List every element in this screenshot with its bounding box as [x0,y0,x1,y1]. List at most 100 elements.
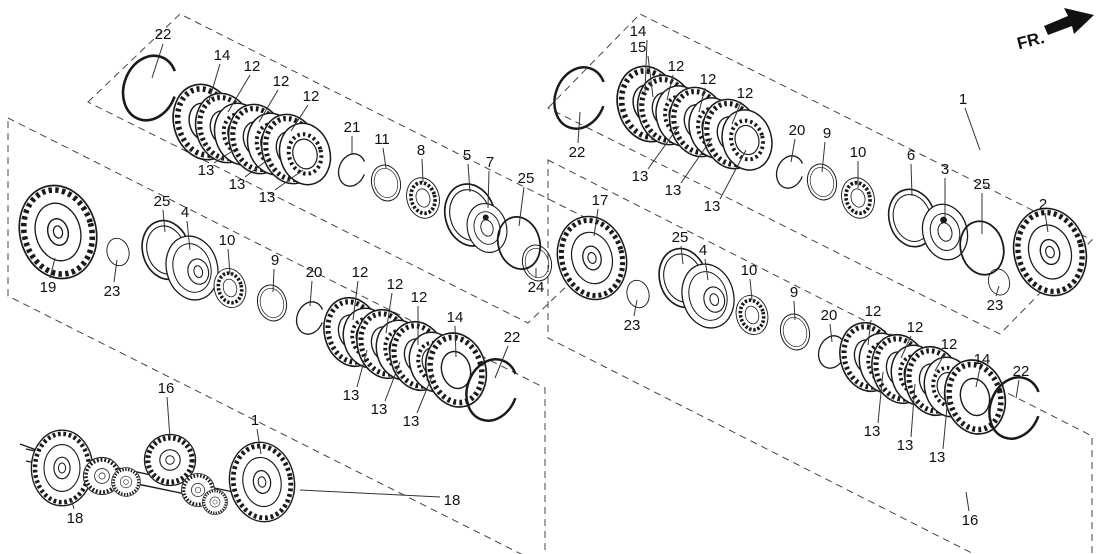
callout-12: 12 [700,71,717,88]
leader-line [274,169,304,191]
leader-line [680,137,713,184]
callout-25: 25 [154,193,171,210]
callout-11: 11 [374,131,390,148]
leader-line [244,157,271,178]
leader-line [698,87,706,113]
callout-25: 25 [518,170,535,187]
leader-line [644,39,648,93]
leader-line [299,489,441,498]
leader-line [647,55,654,98]
callout-5: 5 [463,147,471,164]
leader-line [749,278,753,301]
callout-9: 9 [790,284,798,301]
leader-line [382,147,387,169]
clutch-drum [548,209,635,308]
callout-12: 12 [387,276,404,293]
leader-line [964,107,981,151]
hub-disc [461,198,513,258]
callout-13: 13 [897,437,914,454]
callout-22: 22 [504,329,521,346]
leader-line [593,208,599,237]
leader-line [975,367,981,388]
leader-line [518,186,525,227]
leader-line [113,259,118,283]
callout-18: 18 [67,510,84,527]
o-ring [103,235,133,269]
callout-6: 6 [907,147,915,164]
callout-12: 12 [303,88,320,105]
assembly-frames-layer [7,13,1093,554]
callout-4: 4 [699,242,707,259]
callout-14: 14 [630,23,647,40]
callout-10: 10 [741,262,758,279]
leader-line [965,491,970,512]
callout-12: 12 [907,319,924,336]
callout-14: 14 [214,47,231,64]
callout-8: 8 [417,142,425,159]
assembly-frame [547,13,1093,335]
leader-line [867,319,872,346]
leader-line [467,163,471,193]
callout-13: 13 [198,162,215,179]
callout-12: 12 [737,85,754,102]
leader-line [352,280,359,321]
leader-line [829,323,833,343]
o-ring [985,266,1013,298]
leader-line [666,74,674,101]
callout-20: 20 [821,307,838,324]
leader-line [272,268,275,293]
retainer-ring [366,161,406,205]
leader-line [633,299,638,317]
callout-10: 10 [850,144,867,161]
callout-13: 13 [929,449,946,466]
leader-line [454,325,457,358]
leader-line [384,361,401,402]
leader-line [151,43,164,79]
callout-10: 10 [219,232,236,249]
callout-23: 23 [624,317,641,334]
leader-line [227,248,231,275]
callout-1: 1 [251,412,259,429]
callout-12: 12 [244,58,261,75]
callout-13: 13 [371,401,388,418]
callout-3: 3 [941,161,949,178]
callout-13: 13 [229,176,246,193]
callout-23: 23 [987,297,1004,314]
leader-line [207,63,221,105]
retainer-ring [252,281,292,325]
callout-16: 16 [158,380,175,397]
leader-line [49,257,56,279]
callout-25: 25 [974,176,991,193]
leader-line [821,141,826,173]
leader-line [487,170,490,209]
leader-line [900,335,912,359]
assembly-frame [7,117,546,554]
callout-12: 12 [352,264,369,281]
callout-4: 4 [181,204,189,221]
leader-line [910,383,916,438]
clutch-drum [9,177,107,288]
leader-line [227,74,251,113]
leader-line [494,345,509,379]
callout-14: 14 [447,309,464,326]
fr-direction-indicator: FR. [1015,8,1094,53]
leader-line [647,125,680,170]
clutch-piston [158,229,226,307]
leader-line [680,245,684,265]
callout-13: 13 [343,387,360,404]
leader-line [995,285,1000,297]
callout-25: 25 [672,229,689,246]
assembly-frame [547,159,1093,554]
callout-7: 7 [486,154,494,171]
callout-13: 13 [259,189,276,206]
clutch-drum [1004,200,1096,304]
callout-17: 17 [592,192,609,209]
retainer-ring [517,241,557,285]
callout-12: 12 [411,289,428,306]
fr-label: FR. [1015,28,1046,53]
fr-arrow-icon [1044,8,1094,35]
leader-line [910,163,913,197]
